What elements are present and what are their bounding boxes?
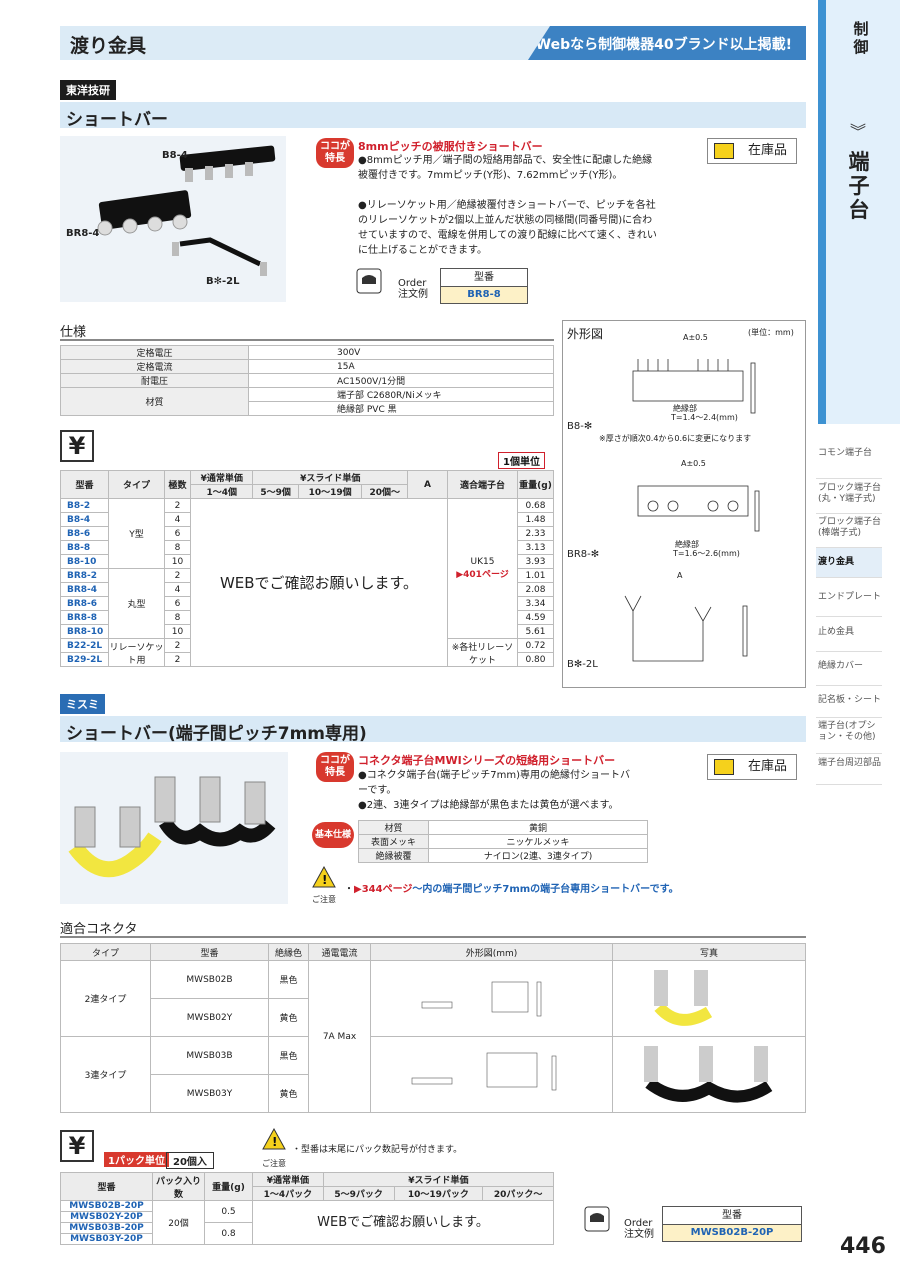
unit-badge: 1個単位 (498, 452, 545, 469)
model-link[interactable]: BR8-6 (60, 596, 109, 611)
model-link[interactable]: MWSB03B-20P (60, 1222, 153, 1234)
maker-badge: 東洋技研 (60, 80, 116, 100)
model-link[interactable]: B8-10 (60, 554, 109, 569)
feature-text: ●8mmピッチ用／端子間の短絡用部品で、安全性に配慮した絶縁被覆付きです。7mm… (358, 155, 653, 181)
feature-text: ●2連、3連タイプは絶縁部が黒色または黄色が選べます。 (358, 800, 619, 811)
section-bar (60, 716, 806, 742)
sidebar-panel (826, 0, 900, 424)
note-text: ・型番は末尾にパック数記号が付きます。 (292, 1145, 463, 1155)
sidebar-category: 制御 (853, 20, 869, 56)
unit-badge: 1パック単位 (104, 1152, 169, 1167)
image-label: B✻-2L (206, 276, 240, 287)
web-note: WEBでご確認お願いします。 (219, 573, 419, 592)
sidebar-item[interactable]: コモン端子台 (816, 445, 882, 479)
model-link[interactable]: BR8-8 (60, 610, 109, 625)
caution-icon: ! (262, 1127, 286, 1150)
sidebar-item[interactable]: 端子台(オプション・その他) (816, 718, 882, 754)
model-link[interactable]: MWSB02Y-20P (60, 1211, 153, 1223)
section-title: ショートバー(端子間ピッチ7mm専用) (66, 724, 367, 744)
phone-icon (584, 1206, 610, 1240)
model-link[interactable]: B22-2L (60, 638, 109, 653)
model-link[interactable]: B8-4 (60, 512, 109, 527)
caution-text: ・▶344ページ〜内の端子間ピッチ7mmの端子台専用ショートバーです。 (344, 884, 679, 895)
model-link[interactable]: BR8-10 (60, 624, 109, 639)
model-link[interactable]: B8-8 (60, 540, 109, 555)
order-box: 型番 BR8-8 (440, 268, 528, 304)
sidebar-item-active[interactable]: 渡り金具 (816, 548, 882, 578)
model-link[interactable]: BR8-2 (60, 568, 109, 583)
sidebar-item[interactable]: 端子台周辺部品 (816, 755, 882, 785)
feature-title: 8mmピッチの被服付きショートバー (358, 140, 543, 153)
box-icon (714, 759, 734, 775)
caution-icon: ! (312, 865, 336, 888)
svg-text:!: ! (272, 1135, 277, 1149)
stock-badge: 在庫品 (707, 138, 797, 164)
spec-title: 仕様 (60, 325, 87, 340)
chevron-down-icon: ︾ (850, 122, 867, 141)
model-link[interactable]: BR8-4 (60, 582, 109, 597)
page-link[interactable]: ▶401ページ (456, 570, 509, 580)
phone-icon (356, 268, 382, 302)
page-title: 渡り金具 (70, 35, 147, 57)
model-link[interactable]: MWSB03Y-20P (60, 1233, 153, 1245)
yen-icon: ¥ (60, 430, 94, 462)
svg-text:!: ! (322, 873, 327, 887)
product-photo (60, 752, 288, 904)
web-note: WEBでご確認お願いします。 (317, 1214, 489, 1230)
image-label: B8-4 (162, 150, 188, 161)
order-box: 型番 MWSB02B-20P (662, 1206, 802, 1242)
sidebar-item[interactable]: ブロック端子台(丸・Y端子式) (816, 480, 882, 514)
unit-value: 20個入 (166, 1152, 214, 1169)
feature-tag: ココが特長 (316, 138, 354, 168)
basic-spec-table: 材質黄銅 表面メッキニッケルメッキ 絶縁被覆ナイロン(2連、3連タイプ) (358, 820, 648, 863)
sidebar-item[interactable]: 記名板・シート (816, 686, 882, 718)
box-icon (714, 143, 734, 159)
section-title: ショートバー (66, 110, 168, 130)
caution-label: ご注意 (262, 1159, 286, 1168)
conn-title: 適合コネクタ (60, 922, 138, 937)
section-bar (60, 102, 806, 128)
feature-tag: ココが特長 (316, 752, 354, 782)
model-link[interactable]: B8-6 (60, 526, 109, 541)
sidebar-item[interactable]: 止め金具 (816, 618, 882, 652)
web-banner[interactable]: Webなら制御機器40ブランド以上掲載! (528, 26, 806, 60)
feature-title: コネクタ端子台MWIシリーズの短絡用ショートバー (358, 754, 616, 767)
maker-badge: ミスミ (60, 694, 105, 714)
basic-spec-tag: 基本仕様 (312, 822, 354, 848)
stock-badge: 在庫品 (707, 754, 797, 780)
page-link[interactable]: ▶344ページ (354, 884, 413, 895)
sidebar-item[interactable]: ブロック端子台(棒端子式) (816, 514, 882, 548)
sidebar-item[interactable]: エンドプレート (816, 583, 882, 617)
divider (60, 339, 554, 341)
image-label: BR8-4 (66, 228, 100, 239)
caution-label: ご注意 (312, 895, 336, 904)
feature-text: ●コネクタ端子台(端子ピッチ7mm)専用の絶縁付ショートバーです。 (358, 770, 630, 796)
sidebar-item[interactable]: 絶縁カバー (816, 652, 882, 686)
product-image (60, 136, 286, 302)
model-link[interactable]: B29-2L (60, 652, 109, 667)
sidebar-category-sub: 端子台 (848, 150, 870, 222)
model-link[interactable]: MWSB02B-20P (60, 1200, 153, 1212)
feature-text: ●リレーソケット用／絶縁被覆付きショートバーで、ピッチを各社のリレーソケットが2… (358, 200, 657, 256)
outline-panel: 外形図 (単位：mm) B8-✻ ※厚さが順次0.4から0.6に変更になります … (562, 320, 806, 688)
page-number: 446 (840, 1234, 886, 1259)
model-link[interactable]: B8-2 (60, 498, 109, 513)
yen-icon: ¥ (60, 1130, 94, 1162)
divider (60, 936, 806, 938)
